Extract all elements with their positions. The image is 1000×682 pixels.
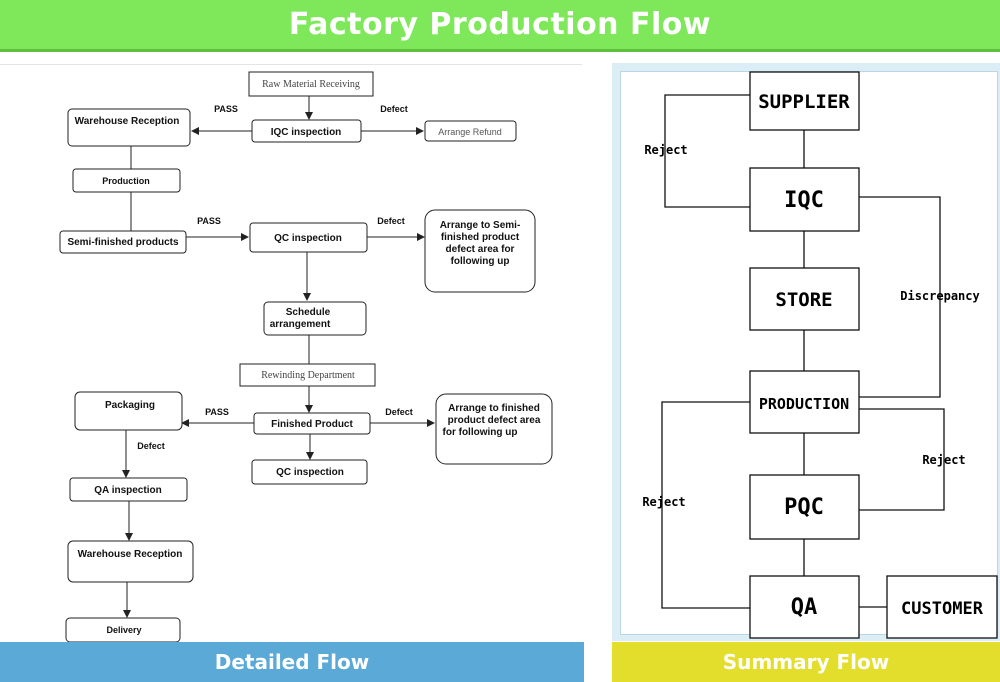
summary-connectors bbox=[661, 94, 945, 609]
semi-defect-line-4: following up bbox=[451, 256, 510, 267]
reject-label-1: Reject bbox=[644, 143, 687, 157]
pqc-box bbox=[749, 474, 860, 540]
schedule-line-2: arrangement bbox=[270, 319, 331, 330]
defect-label-2: Defect bbox=[377, 216, 405, 226]
finished-defect-line-1: Arrange to finished bbox=[448, 403, 540, 414]
production-label: Production bbox=[102, 176, 150, 186]
reject-label-2: Reject bbox=[922, 453, 965, 467]
semi-defect-line-3: defect area for bbox=[446, 244, 515, 255]
packaging-label: Packaging bbox=[105, 400, 155, 411]
detailed-connectors bbox=[122, 96, 435, 618]
defect-label-1: Defect bbox=[380, 104, 408, 114]
rewinding-box bbox=[239, 363, 376, 387]
production-box bbox=[72, 168, 181, 193]
warehouse-reception-label: Warehouse Reception bbox=[75, 116, 180, 127]
finished-product-label: Finished Product bbox=[271, 419, 353, 430]
detailed-flow-footer: Detailed Flow bbox=[0, 642, 584, 682]
defect-label-3: Defect bbox=[385, 407, 413, 417]
warehouse-reception-box bbox=[67, 108, 191, 147]
production-box-summary bbox=[749, 370, 860, 434]
qa-inspection-box bbox=[69, 477, 188, 502]
detailed-flow bbox=[59, 71, 553, 643]
qa-label: QA bbox=[791, 595, 818, 620]
discrepancy-label: Discrepancy bbox=[900, 289, 979, 303]
semi-defect-line-1: Arrange to Semi- bbox=[440, 220, 521, 231]
qa-box bbox=[749, 575, 860, 639]
customer-box bbox=[886, 575, 998, 639]
rewinding-label: Rewinding Department bbox=[261, 370, 355, 381]
page-title: Factory Production Flow bbox=[288, 7, 712, 42]
qc-inspection-label: QC inspection bbox=[274, 233, 342, 244]
summary-flow bbox=[661, 71, 998, 639]
packaging-box bbox=[74, 391, 183, 431]
summary-flow-footer-label: Summary Flow bbox=[722, 650, 890, 674]
warehouse-reception-label-2: Warehouse Reception bbox=[78, 549, 183, 560]
pass-label-3: PASS bbox=[205, 407, 229, 417]
iqc-box bbox=[749, 167, 860, 232]
production-label-summary: PRODUCTION bbox=[759, 395, 849, 413]
summary-texts: SUPPLIER IQC STORE PRODUCTION PQC QA CUS… bbox=[642, 91, 983, 620]
supplier-label: SUPPLIER bbox=[758, 91, 850, 113]
semi-finished-label: Semi-finished products bbox=[67, 237, 179, 248]
finished-defect-line-2: product defect area bbox=[448, 415, 541, 426]
qc-inspection-label-2: QC inspection bbox=[276, 467, 344, 478]
finished-defect-line-3: for following up bbox=[443, 427, 518, 438]
semi-defect-box bbox=[424, 209, 536, 293]
delivery-label: Delivery bbox=[106, 625, 141, 635]
store-label: STORE bbox=[775, 289, 832, 311]
iqc-label: IQC bbox=[784, 188, 824, 213]
qc-inspection-box-2 bbox=[251, 459, 368, 485]
pass-label-1: PASS bbox=[214, 104, 238, 114]
summary-flow-panel bbox=[620, 71, 998, 635]
semi-defect-line-2: finished product bbox=[441, 232, 520, 243]
schedule-box bbox=[263, 301, 367, 336]
warehouse-reception-box-2 bbox=[67, 540, 194, 583]
detailed-flow-footer-label: Detailed Flow bbox=[214, 650, 370, 674]
raw-material-box bbox=[248, 71, 374, 97]
arrange-refund-box bbox=[424, 120, 517, 142]
title-banner: Factory Production Flow bbox=[0, 0, 1000, 52]
store-box bbox=[749, 267, 860, 331]
qc-inspection-box bbox=[249, 222, 368, 253]
semi-finished-box bbox=[59, 230, 187, 254]
summary-flow-footer: Summary Flow bbox=[612, 642, 1000, 682]
customer-label: CUSTOMER bbox=[901, 599, 984, 619]
reject-label-3: Reject bbox=[642, 495, 685, 509]
pqc-label: PQC bbox=[784, 495, 824, 520]
arrange-refund-label: Arrange Refund bbox=[438, 127, 502, 137]
qa-inspection-label: QA inspection bbox=[94, 485, 161, 496]
finished-defect-box bbox=[435, 393, 553, 465]
finished-product-box bbox=[253, 412, 371, 435]
pass-label-2: PASS bbox=[197, 216, 221, 226]
detailed-texts: Raw Material Receiving IQC inspection Ar… bbox=[67, 79, 540, 635]
supplier-box bbox=[749, 71, 860, 131]
schedule-line-1: Schedule bbox=[286, 307, 331, 318]
defect-label-4: Defect bbox=[137, 441, 165, 451]
iqc-inspection-box bbox=[251, 119, 362, 143]
iqc-inspection-label: IQC inspection bbox=[271, 127, 342, 138]
raw-material-label: Raw Material Receiving bbox=[262, 79, 360, 90]
